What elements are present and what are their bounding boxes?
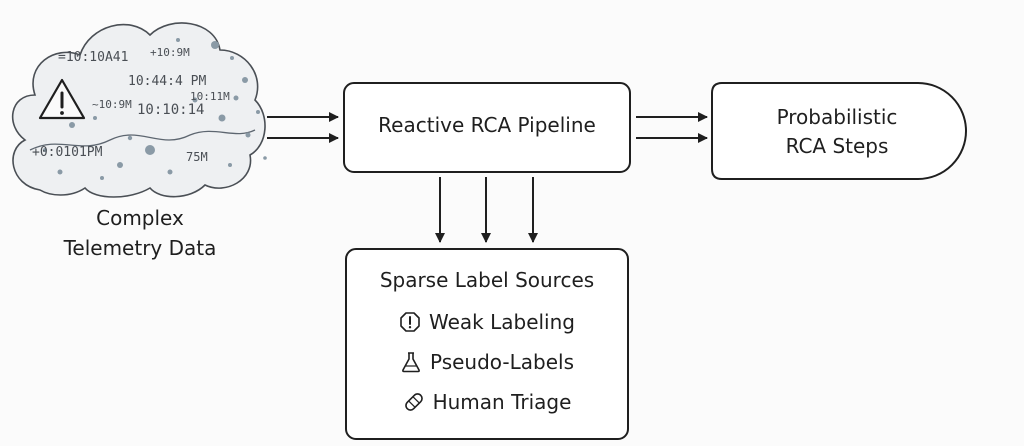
label-sources-title: Sparse Label Sources <box>379 268 595 292</box>
timestamp-5: ~10:9M <box>92 98 132 111</box>
timestamp-3: 10:44:4 PM <box>128 74 207 89</box>
label-source-weak-labeling-text: Weak Labeling <box>429 310 575 334</box>
pipeline-box <box>343 82 631 173</box>
pipeline-label: Reactive RCA Pipeline <box>378 113 596 137</box>
telemetry-cloud <box>11 22 266 198</box>
telemetry-dots <box>43 38 267 180</box>
timestamp-6: 10:10:14 <box>137 102 205 118</box>
bandage-icon <box>404 393 423 411</box>
timestamp-4: 10:11M <box>190 90 230 103</box>
flask-icon <box>402 352 420 373</box>
steps-label-line1: Probabilistic <box>776 105 898 129</box>
label-source-pseudo-labels-text: Pseudo-Labels <box>429 350 574 374</box>
telemetry-label-line2: Telemetry Data <box>63 236 217 260</box>
steps-label-line2: RCA Steps <box>785 134 889 158</box>
label-source-pseudo-labels: Pseudo-Labels <box>346 342 628 382</box>
steps-box <box>711 82 967 180</box>
telemetry-label-line1: Complex <box>96 206 184 230</box>
label-source-human-triage: Human Triage <box>346 382 628 422</box>
telemetry-label: Complex Telemetry Data <box>40 203 240 263</box>
label-sources-box <box>345 248 629 440</box>
warning-triangle-icon <box>38 78 86 120</box>
label-sources-content: Sparse Label Sources Weak Labeling Pseud… <box>346 268 628 422</box>
timestamp-8: 75M <box>186 150 208 164</box>
timestamp-1: =10:10A41 <box>58 50 129 65</box>
warning-circle-icon <box>400 312 420 332</box>
timestamp-2: +10:9M <box>150 46 190 59</box>
label-source-human-triage-text: Human Triage <box>432 390 572 414</box>
steps-label: Probabilistic RCA Steps <box>712 103 962 161</box>
label-source-weak-labeling: Weak Labeling <box>346 302 628 342</box>
timestamp-7: +0:0101PM <box>32 145 103 160</box>
